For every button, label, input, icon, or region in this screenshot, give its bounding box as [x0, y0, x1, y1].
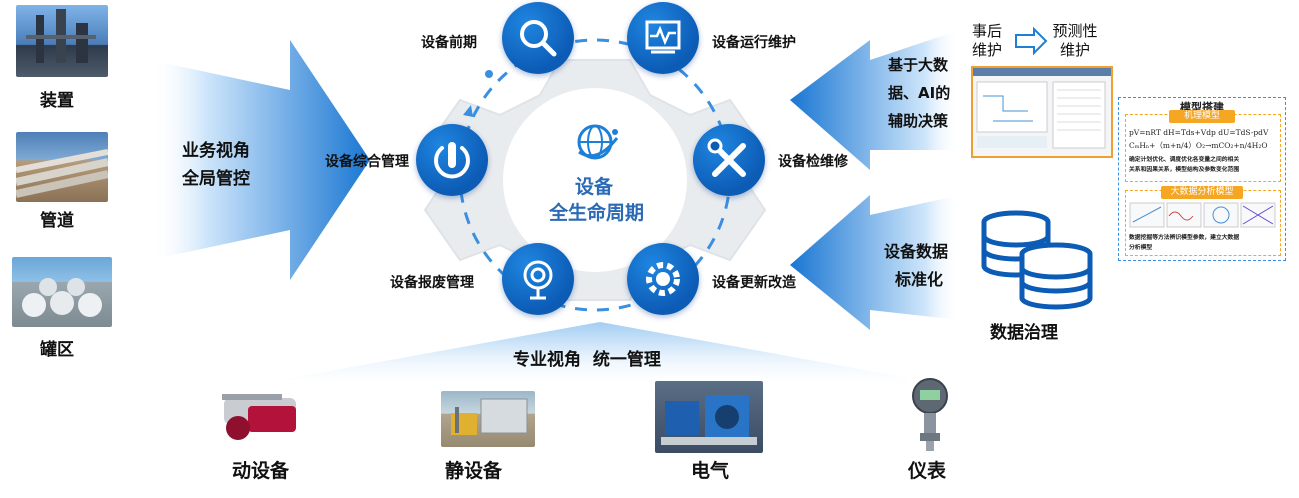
electrical-equipment-image — [655, 381, 763, 453]
stage-scrap-node[interactable] — [502, 243, 574, 315]
target-stand-icon — [523, 260, 553, 300]
maintenance-arrow — [1015, 26, 1048, 56]
stage-scrap-label: 设备报废管理 — [390, 275, 474, 291]
left-arrow-text-line1: 业务视角 — [182, 141, 250, 161]
center-title-line1: 设备 — [575, 176, 614, 198]
bottom-item-label-0: 动设备 — [232, 460, 290, 482]
right-top-text-line3: 辅助决策 — [888, 112, 949, 130]
right-bottom-text-line1: 设备数据 — [884, 242, 949, 261]
bottom-fan — [225, 322, 975, 390]
right-bottom-text-line2: 标准化 — [895, 270, 944, 289]
maintenance-to-label: 预测性维护 — [1052, 22, 1098, 59]
left-item-label-1: 管道 — [40, 211, 74, 231]
right-top-arrow — [790, 30, 960, 170]
left-arrow-text-line2: 全局管控 — [182, 169, 250, 189]
tank-farm-image — [12, 257, 112, 327]
bottom-item-label-3: 仪表 — [908, 460, 947, 482]
right-top-text-line2: 据、AI的 — [888, 84, 951, 102]
left-item-label-2: 罐区 — [40, 340, 74, 360]
bottom-item-label-1: 静设备 — [445, 460, 503, 482]
stage-repair-label: 设备检维修 — [778, 154, 848, 170]
bigdata-title: 大数据分析模型 — [1161, 186, 1243, 199]
formula-1: pV=nRT dH=Tds+Vdp dU=TdS-pdV — [1129, 128, 1269, 137]
gear-icon — [646, 262, 680, 296]
static-equipment-image — [441, 391, 535, 447]
stage-operation-node[interactable] — [627, 2, 699, 74]
pipeline-image — [16, 132, 108, 202]
wrench-screwdriver-icon — [707, 138, 746, 177]
left-item-label-0: 装置 — [40, 91, 74, 111]
data-governance-label: 数据治理 — [990, 323, 1058, 343]
software-screenshot — [971, 66, 1113, 158]
stage-early-label: 设备前期 — [421, 35, 477, 51]
right-bottom-arrow — [790, 195, 960, 330]
bottom-item-label-2: 电气 — [691, 460, 730, 482]
stage-renewal-node[interactable] — [627, 243, 699, 315]
right-top-text-line1: 基于大数 — [888, 56, 949, 74]
magnifier-icon — [520, 20, 557, 57]
mechanism-title: 机理模型 — [1169, 110, 1235, 123]
refinery-plant-image — [16, 5, 108, 77]
stage-management-node[interactable] — [416, 124, 488, 196]
database-icon — [981, 210, 1093, 310]
instrument-image — [908, 376, 952, 452]
stage-operation-label: 设备运行维护 — [712, 35, 796, 51]
stage-early-node[interactable] — [502, 2, 574, 74]
globe-icon — [577, 124, 619, 160]
left-arrow — [150, 40, 370, 280]
model-panel: 模型搭建 机理模型 pV=nRT dH=Tds+Vdp dU=TdS-pdV C… — [1118, 97, 1286, 261]
stage-renewal-label: 设备更新改造 — [712, 275, 796, 291]
maintenance-from-label: 事后维护 — [972, 22, 1003, 59]
mechanism-desc-1: 确定计划优化、调度优化各变量之间的相关 — [1129, 157, 1240, 163]
monitor-pulse-icon — [645, 20, 681, 54]
stage-management-label: 设备综合管理 — [325, 154, 409, 170]
stage-repair-node[interactable] — [693, 124, 765, 196]
bigdata-desc-2: 分析模型 — [1129, 245, 1153, 251]
power-bulb-icon — [434, 142, 470, 179]
formula-2: CₘHₙ+（m+n/4）O₂→mCO₂+n/4H₂O — [1129, 141, 1268, 150]
bigdata-desc-1: 数据挖掘等方法辨识模型参数，建立大数据 — [1129, 235, 1240, 241]
center-title-line2: 全生命周期 — [549, 202, 645, 224]
bigdata-thumbnails — [1129, 202, 1276, 228]
bottom-title: 专业视角 统一管理 — [513, 350, 661, 370]
rotating-equipment-image — [218, 380, 310, 450]
mechanism-desc-2: 关系和因果关系，模型结构及参数变化范围 — [1129, 167, 1240, 173]
